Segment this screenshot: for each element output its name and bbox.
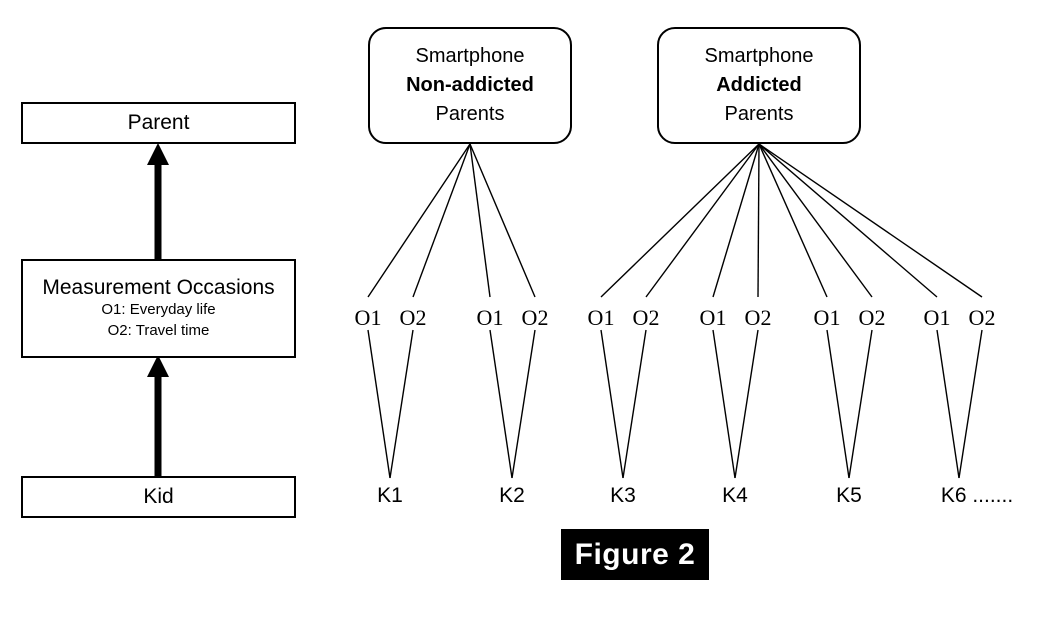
measurement-occasions-box: Measurement Occasions O1: Everyday life … xyxy=(21,259,296,358)
group-addicted-line1: Smartphone xyxy=(704,45,814,67)
v-lines-k3 xyxy=(600,329,647,479)
group-non-addicted-line3: Parents xyxy=(435,103,505,125)
figure-caption: Figure 2 xyxy=(561,529,709,580)
v-lines-k1 xyxy=(367,329,414,479)
occasion-label-k6-o1: O1 xyxy=(923,305,951,330)
arrow-measurement-to-parent xyxy=(147,143,169,259)
v-lines-k5 xyxy=(826,329,873,479)
occasion-label-k4-o1: O1 xyxy=(699,305,727,330)
occasion-label-k2-o2: O2 xyxy=(521,305,549,330)
measurement-occasion-o1: O1: Everyday life xyxy=(101,301,216,319)
kid-label-k6: K6 ....... xyxy=(940,484,1014,507)
measurement-occasions-title: Measurement Occasions xyxy=(42,276,275,300)
fan-lines-non-addicted xyxy=(367,143,536,298)
kid-label-k3: K3 xyxy=(610,484,636,507)
occasion-label-k5-o1: O1 xyxy=(813,305,841,330)
group-non-addicted-line1: Smartphone xyxy=(415,45,525,67)
measurement-occasion-o2: O2: Travel time xyxy=(107,321,210,339)
occasion-label-k4-o2: O2 xyxy=(744,305,772,330)
occasion-label-k3-o2: O2 xyxy=(632,305,660,330)
group-addicted-line3: Parents xyxy=(724,103,794,125)
group-box-non-addicted: Smartphone Non-addicted Parents xyxy=(368,27,572,144)
group-non-addicted-line2: Non-addicted xyxy=(406,74,534,96)
kid-box-label: Kid xyxy=(143,484,174,508)
occasion-label-k2-o1: O1 xyxy=(476,305,504,330)
v-lines-k4 xyxy=(712,329,759,479)
parent-box-label: Parent xyxy=(127,110,190,134)
kid-label-k4: K4 xyxy=(722,484,748,507)
fan-lines-addicted xyxy=(600,143,983,298)
kid-label-k5: K5 xyxy=(836,484,862,507)
kid-box: Kid xyxy=(21,476,296,518)
figure-caption-text: Figure 2 xyxy=(574,537,696,571)
occasion-label-k3-o1: O1 xyxy=(587,305,615,330)
occasion-label-k1-o1: O1 xyxy=(354,305,382,330)
kid-label-k1: K1 xyxy=(377,484,403,507)
v-lines-k2 xyxy=(489,329,536,479)
occasion-label-k5-o2: O2 xyxy=(858,305,886,330)
parent-box: Parent xyxy=(21,102,296,144)
group-addicted-line2: Addicted xyxy=(716,74,802,96)
v-lines-k6 xyxy=(936,329,983,479)
kid-label-k2: K2 xyxy=(499,484,525,507)
occasion-label-k1-o2: O2 xyxy=(399,305,427,330)
arrow-kid-to-measurement xyxy=(147,355,169,476)
group-box-addicted: Smartphone Addicted Parents xyxy=(657,27,861,144)
occasion-label-k6-o2: O2 xyxy=(968,305,996,330)
